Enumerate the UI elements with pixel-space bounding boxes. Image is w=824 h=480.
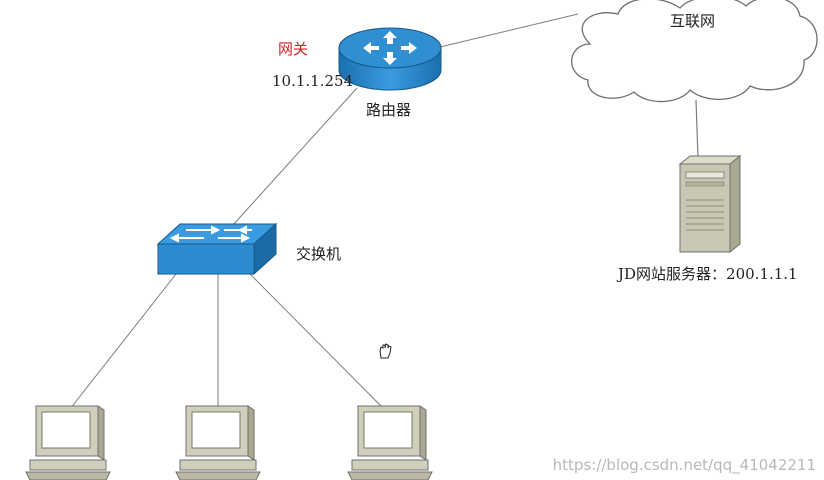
router-label: 路由器 <box>366 101 412 119</box>
server-icon <box>678 154 742 254</box>
switch-pc1-link <box>69 273 177 410</box>
hand-cursor-icon <box>379 343 392 359</box>
internet-server-link <box>695 99 699 159</box>
router-internet-link <box>439 13 579 48</box>
internet-label: 互联网 <box>670 12 716 30</box>
router-icon <box>338 27 442 91</box>
switch-pc3-link <box>249 273 385 410</box>
watermark: https://blog.csdn.net/qq_41042211 <box>552 456 816 474</box>
switch-icon <box>156 222 278 276</box>
pc-icon <box>175 405 261 480</box>
server-label: JD网站服务器：200.1.1.1 <box>618 265 798 283</box>
internet-cloud-icon <box>571 0 818 103</box>
router-switch-link <box>231 87 358 227</box>
gateway-ip-label: 10.1.1.254 <box>272 72 354 90</box>
gateway-label: 网关 <box>278 40 309 58</box>
pc-icon <box>347 405 433 480</box>
pc-icon <box>25 405 111 480</box>
switch-label: 交换机 <box>296 245 342 263</box>
